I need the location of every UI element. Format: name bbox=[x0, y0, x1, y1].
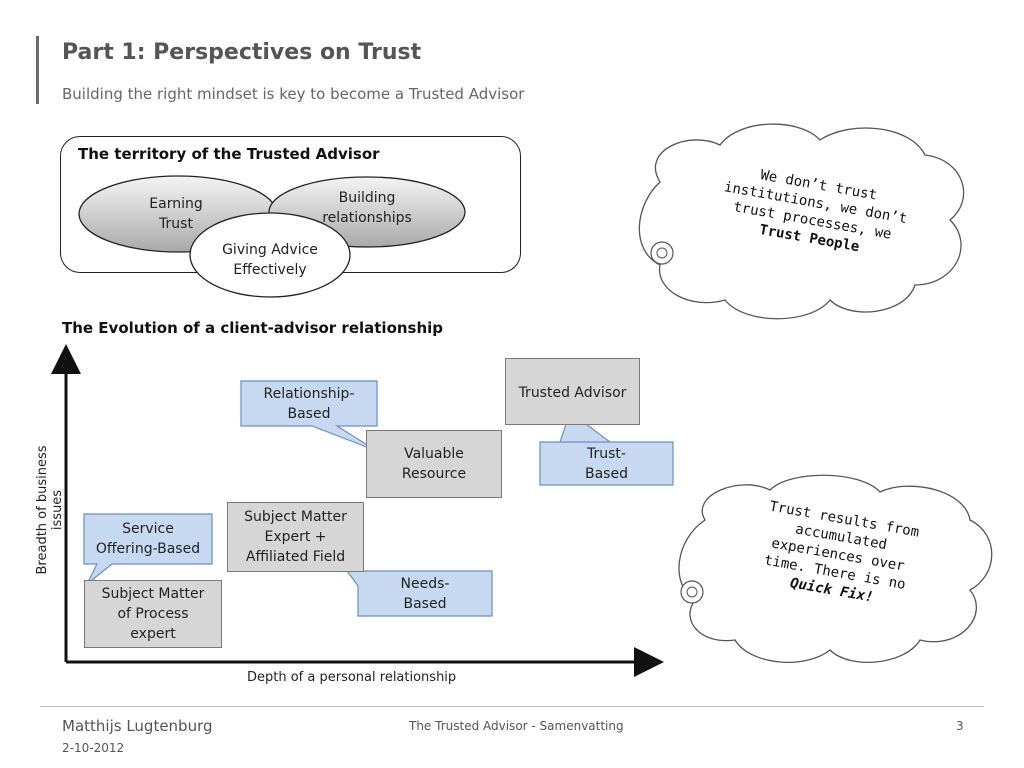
footer-date: 2-10-2012 bbox=[62, 741, 125, 755]
cloud-top bbox=[638, 123, 965, 320]
callout-service-offering bbox=[83, 513, 213, 585]
territory-title: The territory of the Trusted Advisor bbox=[78, 145, 380, 163]
ellipse-building-relationships-label: Building relationships bbox=[322, 190, 412, 226]
callout-trust-label: Trust- Based bbox=[585, 446, 628, 482]
footer-title: The Trusted Advisor - Samenvatting bbox=[409, 719, 624, 733]
page-number: 3 bbox=[956, 719, 964, 733]
page-title: Part 1: Perspectives on Trust bbox=[62, 40, 422, 65]
stage-subject-matter-process: Subject Matter of Process expert bbox=[84, 580, 222, 648]
ellipse-giving-advice-label: Giving Advice Effectively bbox=[222, 242, 318, 278]
page-subtitle: Building the right mindset is key to bec… bbox=[62, 85, 525, 103]
y-axis-label: Breadth of business issues bbox=[35, 445, 65, 575]
ellipse-giving-advice bbox=[189, 212, 351, 298]
callout-service-offering-label: Service Offering-Based bbox=[95, 521, 201, 557]
title-accent-bar bbox=[36, 36, 39, 104]
stage-trusted-advisor: Trusted Advisor bbox=[505, 358, 640, 425]
callout-relationship bbox=[240, 380, 378, 452]
callout-relationship-label: Relationship- Based bbox=[263, 386, 355, 422]
stage-valuable-resource: Valuable Resource bbox=[366, 430, 502, 498]
callout-trust bbox=[539, 411, 674, 486]
evolution-title: The Evolution of a client-advisor relati… bbox=[62, 319, 444, 337]
cloud-bottom bbox=[678, 474, 993, 663]
ellipse-earning-trust-label: Earning Trust bbox=[149, 196, 203, 232]
stage-subject-matter-affiliated: Subject Matter Expert + Affiliated Field bbox=[227, 502, 364, 572]
callout-needs-label: Needs- Based bbox=[400, 576, 450, 612]
footer-author: Matthijs Lugtenburg bbox=[62, 717, 213, 735]
footer-divider bbox=[40, 706, 984, 707]
x-axis-label: Depth of a personal relationship bbox=[247, 670, 457, 685]
